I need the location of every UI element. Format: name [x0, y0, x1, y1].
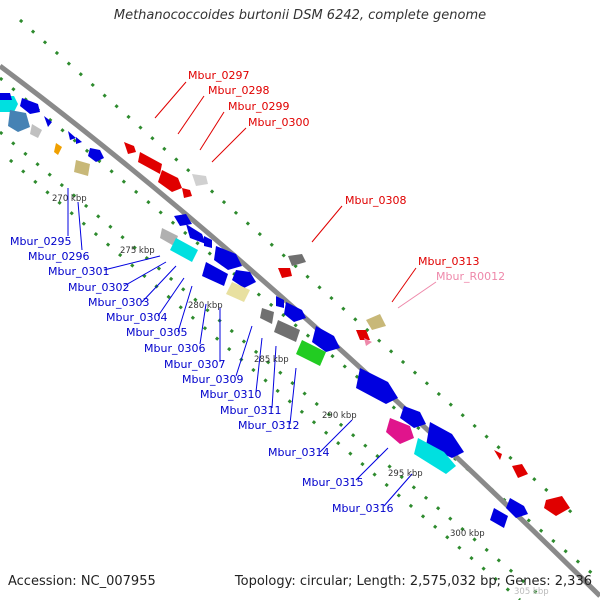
- gene-blue-0301b[interactable]: [186, 224, 206, 244]
- gene-blue-left-d[interactable]: [68, 131, 76, 140]
- gene-label-0301: Mbur_0301: [48, 265, 109, 278]
- gene-label-R0012: Mbur_R0012: [436, 270, 505, 283]
- gene-red-0300[interactable]: [182, 188, 192, 198]
- gene-label-0308: Mbur_0308: [345, 194, 406, 207]
- gene-blue-0309a[interactable]: [276, 296, 284, 308]
- gene-label-0315: Mbur_0315: [302, 476, 363, 489]
- tick-label: 285 kbp: [254, 355, 289, 365]
- rna-leader-line: [397, 281, 437, 309]
- gene-label-0302: Mbur_0302: [68, 281, 129, 294]
- gene-label-0316: Mbur_0316: [332, 502, 393, 515]
- gene-blue-0316c[interactable]: [490, 508, 508, 528]
- tick-label: 290 kbp: [322, 411, 357, 421]
- gene-label-0312: Mbur_0312: [238, 419, 299, 432]
- tick-label: 295 kbp: [388, 469, 423, 479]
- gene-magenta-0315[interactable]: [386, 418, 414, 444]
- gene-label-0296: Mbur_0296: [28, 250, 89, 263]
- gene-label-0300: Mbur_0300: [248, 116, 309, 129]
- gene-cyan-0303[interactable]: [170, 238, 198, 262]
- gene-red-c[interactable]: [544, 496, 570, 516]
- gene-gray-0309[interactable]: [260, 308, 274, 324]
- bottom-gene-labels[interactable]: Mbur_0295 Mbur_0296 Mbur_0301 Mbur_0302 …: [10, 235, 393, 515]
- gene-khaki-0307[interactable]: [226, 282, 250, 302]
- gene-blue-0311b[interactable]: [312, 326, 340, 352]
- gene-red-0313[interactable]: [356, 330, 370, 340]
- top-leader-lines: [154, 81, 417, 303]
- gene-blue-0295[interactable]: [88, 148, 104, 162]
- gene-label-0309: Mbur_0309: [182, 373, 243, 386]
- tick-label: 280 kbp: [188, 301, 223, 311]
- gene-red-0299[interactable]: [158, 170, 182, 192]
- gene-rna-R0012[interactable]: [364, 338, 372, 346]
- map-title: Methanococcoides burtonii DSM 6242, comp…: [113, 8, 487, 23]
- gene-blue-left-a[interactable]: [0, 93, 12, 100]
- tick-label: 300 kbp: [450, 529, 485, 539]
- gene-red-a[interactable]: [494, 450, 502, 460]
- gene-blue-left-b[interactable]: [20, 98, 40, 114]
- gene-gray-0302[interactable]: [160, 228, 178, 246]
- gene-label-0313: Mbur_0313: [418, 255, 479, 268]
- accession-text: Accession: NC_007955: [8, 574, 156, 589]
- outer-dotted-track: [19, 18, 581, 522]
- top-gene-labels[interactable]: Mbur_0297 Mbur_0298 Mbur_0299 Mbur_0300 …: [188, 69, 505, 283]
- tick-label: 275 kbp: [120, 246, 155, 256]
- gene-gray-0308[interactable]: [288, 254, 306, 266]
- gene-blue-0310[interactable]: [284, 302, 306, 322]
- gene-label-0306: Mbur_0306: [144, 342, 205, 355]
- gene-green-0312[interactable]: [296, 340, 326, 366]
- gene-blue-0301a[interactable]: [174, 214, 192, 226]
- gene-cyan-0316[interactable]: [414, 438, 456, 474]
- gene-khaki-0296[interactable]: [74, 160, 90, 176]
- gene-orange-left[interactable]: [54, 143, 62, 155]
- upper-dotted-track: [0, 76, 600, 582]
- gene-gray-0311[interactable]: [274, 320, 300, 342]
- gene-label-0295: Mbur_0295: [10, 235, 71, 248]
- gene-red-0297[interactable]: [124, 142, 136, 154]
- gene-label-0310: Mbur_0310: [200, 388, 261, 401]
- gene-label-0314: Mbur_0314: [268, 446, 329, 459]
- gene-gray-left[interactable]: [30, 124, 42, 138]
- gene-blue-0304a[interactable]: [204, 236, 212, 248]
- kbp-ticks: 270 kbp 275 kbp 280 kbp 285 kbp 290 kbp …: [52, 194, 549, 597]
- genome-backbone: [0, 63, 600, 598]
- gene-red-b[interactable]: [512, 464, 528, 478]
- gene-label-0297: Mbur_0297: [188, 69, 249, 82]
- inner-dotted-track: [9, 158, 521, 600]
- gene-gray-0300b[interactable]: [192, 174, 208, 186]
- gene-blue-0306[interactable]: [202, 262, 228, 286]
- gene-label-0307: Mbur_0307: [164, 358, 225, 371]
- gene-blue-0316b[interactable]: [506, 498, 528, 518]
- gene-khaki-0313[interactable]: [366, 314, 386, 330]
- gene-red-0308[interactable]: [278, 268, 292, 278]
- bottom-leader-lines: [67, 188, 413, 507]
- gene-blue-0305[interactable]: [214, 246, 242, 270]
- gene-blue-left-c[interactable]: [44, 116, 52, 127]
- gene-label-0304: Mbur_0304: [106, 311, 167, 324]
- gene-blue-0314[interactable]: [356, 368, 398, 404]
- gene-blue-left-e[interactable]: [76, 137, 82, 144]
- gene-steelblue-left[interactable]: [8, 110, 30, 132]
- tick-label: 270 kbp: [52, 194, 87, 204]
- gene-label-0299: Mbur_0299: [228, 100, 289, 113]
- gene-label-0311: Mbur_0311: [220, 404, 281, 417]
- gene-label-0303: Mbur_0303: [88, 296, 149, 309]
- gene-label-0305: Mbur_0305: [126, 326, 187, 339]
- gene-blue-0306b[interactable]: [232, 270, 256, 288]
- tick-label: 305 kbp: [514, 587, 549, 597]
- gene-blue-0314b[interactable]: [400, 406, 426, 428]
- gene-red-0298[interactable]: [138, 152, 162, 174]
- topology-text: Topology: circular; Length: 2,575,032 bp…: [234, 574, 592, 589]
- gene-label-0298: Mbur_0298: [208, 84, 269, 97]
